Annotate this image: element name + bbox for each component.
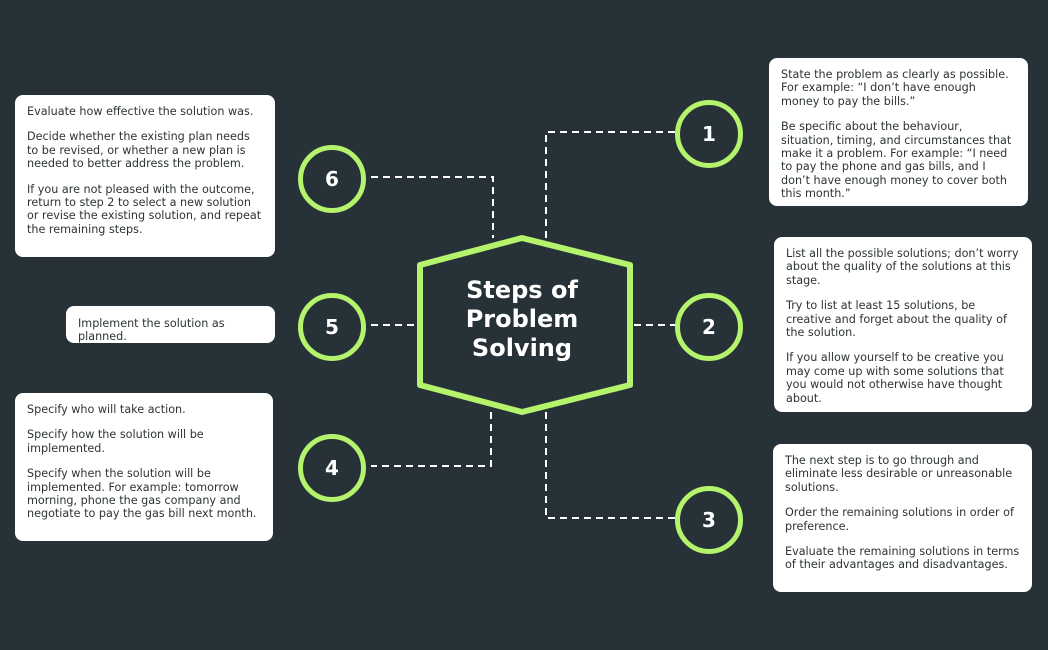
step-6-circle: 6 — [298, 145, 366, 213]
connector-step-4 — [371, 412, 492, 467]
step-4-circle: 4 — [298, 434, 366, 502]
step-1-circle: 1 — [675, 100, 743, 168]
step-3-text-2: Order the remaining solutions in order o… — [785, 506, 1014, 533]
title-line-3: Solving — [471, 334, 573, 362]
step-2-card: List all the possible solutions; don’t w… — [774, 237, 1032, 412]
step-3-text-1: The next step is to go through and elimi… — [785, 454, 1013, 494]
step-4-number: 4 — [325, 456, 339, 480]
step-2-text-2: Try to list at least 15 solutions, be cr… — [786, 299, 1007, 340]
step-1-number: 1 — [702, 122, 716, 146]
step-3-card: The next step is to go through and elimi… — [773, 444, 1032, 592]
step-6-number: 6 — [325, 167, 339, 191]
step-5-text-1: Implement the solution as planned. — [78, 317, 225, 344]
step-3-circle: 3 — [675, 486, 743, 554]
step-2-text-3: If you allow yourself to be creative you… — [786, 351, 1004, 405]
step-5-number: 5 — [325, 315, 339, 339]
step-1-card: State the problem as clearly as possible… — [769, 58, 1028, 206]
connector-step-6 — [371, 176, 494, 238]
diagram-title: Steps of Problem Solving — [432, 276, 612, 363]
step-4-text-1: Specify who will take action. — [27, 403, 186, 416]
step-2-circle: 2 — [675, 293, 743, 361]
step-2-number: 2 — [702, 315, 716, 339]
step-4-text-2: Specify how the solution will be impleme… — [27, 428, 204, 455]
connector-step-3 — [545, 412, 678, 519]
step-5-circle: 5 — [298, 293, 366, 361]
step-1-text-1: State the problem as clearly as possible… — [781, 68, 1009, 108]
step-6-text-1: Evaluate how effective the solution was. — [27, 105, 254, 118]
step-3-number: 3 — [702, 508, 716, 532]
connector-step-1 — [545, 131, 678, 238]
step-1-text-2: Be specific about the behaviour, situati… — [781, 120, 1012, 201]
step-6-card: Evaluate how effective the solution was.… — [15, 95, 275, 257]
step-2-text-1: List all the possible solutions; don’t w… — [786, 247, 1019, 287]
step-4-card: Specify who will take action. Specify ho… — [15, 393, 273, 541]
step-5-card: Implement the solution as planned. — [66, 306, 275, 343]
step-6-text-3: If you are not pleased with the outcome,… — [27, 182, 262, 236]
step-3-text-3: Evaluate the remaining solutions in term… — [785, 545, 1020, 572]
center-hexagon — [417, 235, 633, 415]
step-6-text-2: Decide whether the existing plan needs t… — [27, 130, 250, 171]
step-4-text-3: Specify when the solution will be implem… — [27, 467, 257, 521]
title-line-1: Steps of — [466, 276, 578, 304]
title-line-2: Problem — [465, 305, 579, 333]
